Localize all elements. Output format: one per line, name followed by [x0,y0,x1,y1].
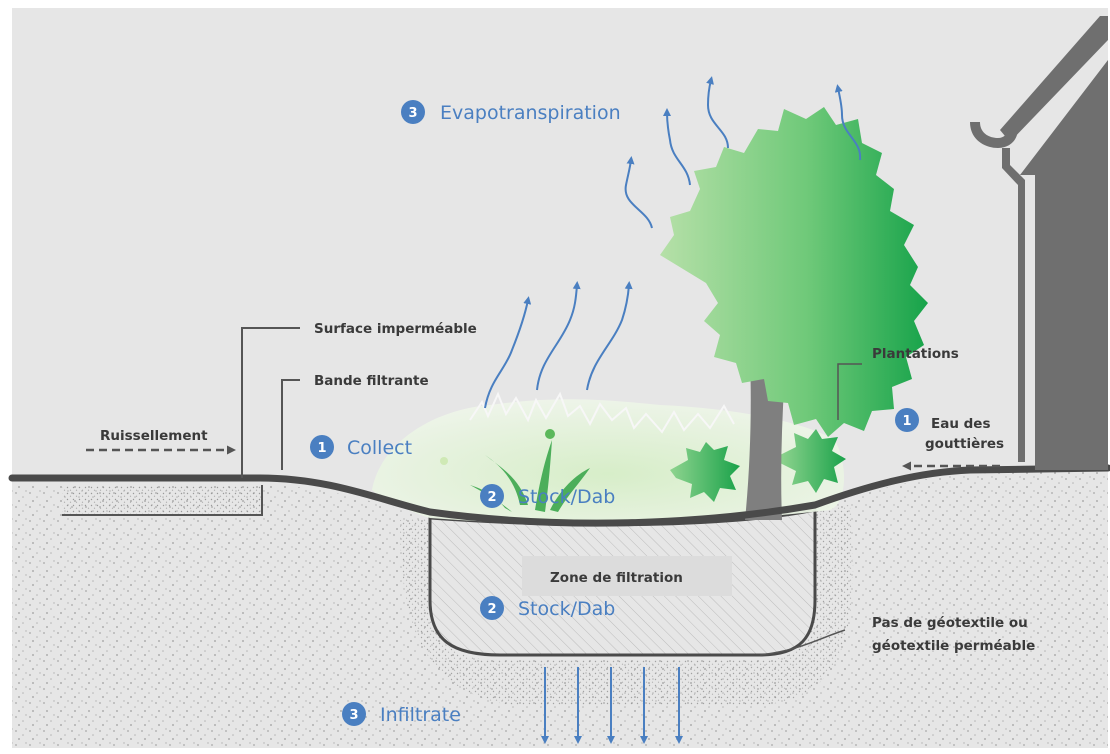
leaf-cluster [780,429,846,493]
grass-blades [470,440,590,512]
step-badge [480,484,504,508]
geotextile-label-line2: géotextile perméable [872,638,1035,654]
plantations-leader [837,363,862,420]
geotextile-leader [759,629,846,656]
step-badge-number: 1 [317,441,326,456]
up-wave-arrow-icon [536,281,581,391]
evapo-arrows [484,76,862,409]
step-badge-number: 3 [408,106,417,121]
bush-bud [440,457,448,465]
house-roof-edge [1000,16,1108,142]
step-label: Infiltrate [380,704,461,726]
eau-des-label: Eau des [931,416,991,432]
up-wave-arrow-icon [663,108,691,186]
step-badge [310,435,334,459]
up-wave-arrow-icon [484,296,532,409]
up-wave-arrow-icon [706,76,729,149]
surface-impermeable-label: Surface imperméable [314,321,477,337]
up-wave-arrow-icon [834,84,862,161]
step-badge [480,596,504,620]
step-collect: 1 Collect [310,435,412,459]
filter-strip-outline [62,485,263,516]
step-evapotranspiration: 3 Evapotranspiration [401,100,621,124]
step-eau-badge: 1 [895,408,919,432]
gravel-bed [400,505,854,705]
step-badge-number: 3 [349,708,358,723]
zone-label-box [522,556,732,596]
ruissellement-label: Ruissellement [100,428,208,444]
step-label: Evapotranspiration [440,102,621,124]
up-wave-arrow-icon [586,281,633,391]
surface-leader [241,327,300,478]
geotextile-label-line1: Pas de géotextile ou [872,615,1028,631]
step-badge-number: 1 [902,414,911,429]
up-wave-arrow-icon [624,156,653,229]
ground-surface-line [8,464,1110,527]
gutter-icon [970,122,1025,462]
step-badge-number: 2 [487,490,496,505]
step-badge [401,100,425,124]
gouttieres-label: gouttières [925,436,1004,452]
step-label: Stock/Dab [518,598,615,620]
step-label: Collect [347,437,412,459]
infiltration-arrows [541,667,683,744]
step-label: Stock/Dab [518,486,615,508]
bande-filtrante-label: Bande filtrante [314,373,429,389]
bande-leader [281,379,300,470]
step-infiltrate: 3 Infiltrate [342,702,461,726]
zone-de-filtration-label: Zone de filtration [550,570,683,586]
step-stock-mid: 2 Stock/Dab [480,596,615,620]
step-stock-top: 2 Stock/Dab [480,484,615,508]
filter-strip-gravel [62,485,262,515]
plantations-label: Plantations [872,346,959,362]
bush-bud [545,429,555,439]
tree-trunk [710,300,822,520]
leaf-cluster [670,442,740,502]
step-badge [895,408,919,432]
house [1020,60,1108,470]
tree-crown [660,107,928,437]
grass-scribble [469,391,735,434]
step-badge [342,702,366,726]
step-badge-number: 2 [487,602,496,617]
